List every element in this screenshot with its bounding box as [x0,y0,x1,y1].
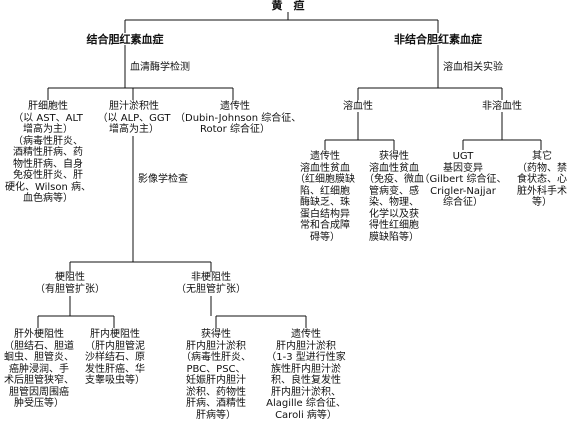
intrahepatic-obstruction-node: 肝内梗阻性 （肝内胆管泥 沙样结石、原 发性肝癌、华 支睾吸虫等） [85,329,145,386]
serum-enzyme-test-label: 血清酶学检测 [130,62,190,73]
unconjugated-hyperbilirubinemia: 非结合胆红素血症 [394,33,482,46]
obstructive-node: 梗阻性 （有胆管扩张） [35,272,105,295]
hemolytic-node: 溶血性 [343,101,373,112]
nonhemolytic-node: 非溶血性 [482,101,522,112]
nonobstructive-node: 非梗阻性 （无胆管扩张） [176,272,246,295]
hereditary-conjugated-node: 遗传性 （Dubin-Johnson 综合征、 Rotor 综合征） [175,101,302,135]
cholestatic-node: 胆汁淤积性 （以 ALP、GGT 增高为主） [97,101,171,135]
conjugated-hyperbilirubinemia: 结合胆红素血症 [86,33,164,46]
root-jaundice: 黄 疸 [271,0,305,12]
hereditary-hemolytic-anemia-node: 遗传性 溶血性贫血 （红细胞膜缺 陷、红细胞 酶缺乏、珠 蛋白结构异 常和合成障… [295,151,355,243]
hepatocellular-node: 肝细胞性 （以 AST、ALT 增高为主） （病毒性肝炎、 酒精性肝病、药 物性… [4,101,92,204]
acquired-hemolytic-anemia-node: 获得性 溶血性贫血 （免疫、微血 管病变、感 染、物理、 化学以及获 得性红细胞… [364,151,424,243]
extrahepatic-obstruction-node: 肝外梗阻性 （胆结石、胆道 蛔虫、胆管炎、 癌肿浸润、手 术后胆管狭窄、 胆管因… [4,329,74,409]
acquired-intrahepatic-cholestasis-node: 获得性 肝内胆汁淤积 （病毒性肝炎、 PBC、PSC、 妊娠肝内胆汁 淤积、药物… [181,329,251,421]
hereditary-intrahepatic-cholestasis-node: 遗传性 肝内胆汁淤积 （1-3 型进行性家 族性肝内胆汁淤 积、良性复发性 肝内… [266,329,346,421]
hemolysis-test-label: 溶血相关实验 [443,62,503,73]
other-causes-node: 其它 （药物、禁 食状态、心 脏外科手术 等） [517,151,567,208]
ugt-gene-variant-node: UGT 基因变异 （Gilbert 综合征、 Crigler-Najjar 综合… [419,151,507,208]
imaging-label: 影像学检查 [138,174,188,185]
